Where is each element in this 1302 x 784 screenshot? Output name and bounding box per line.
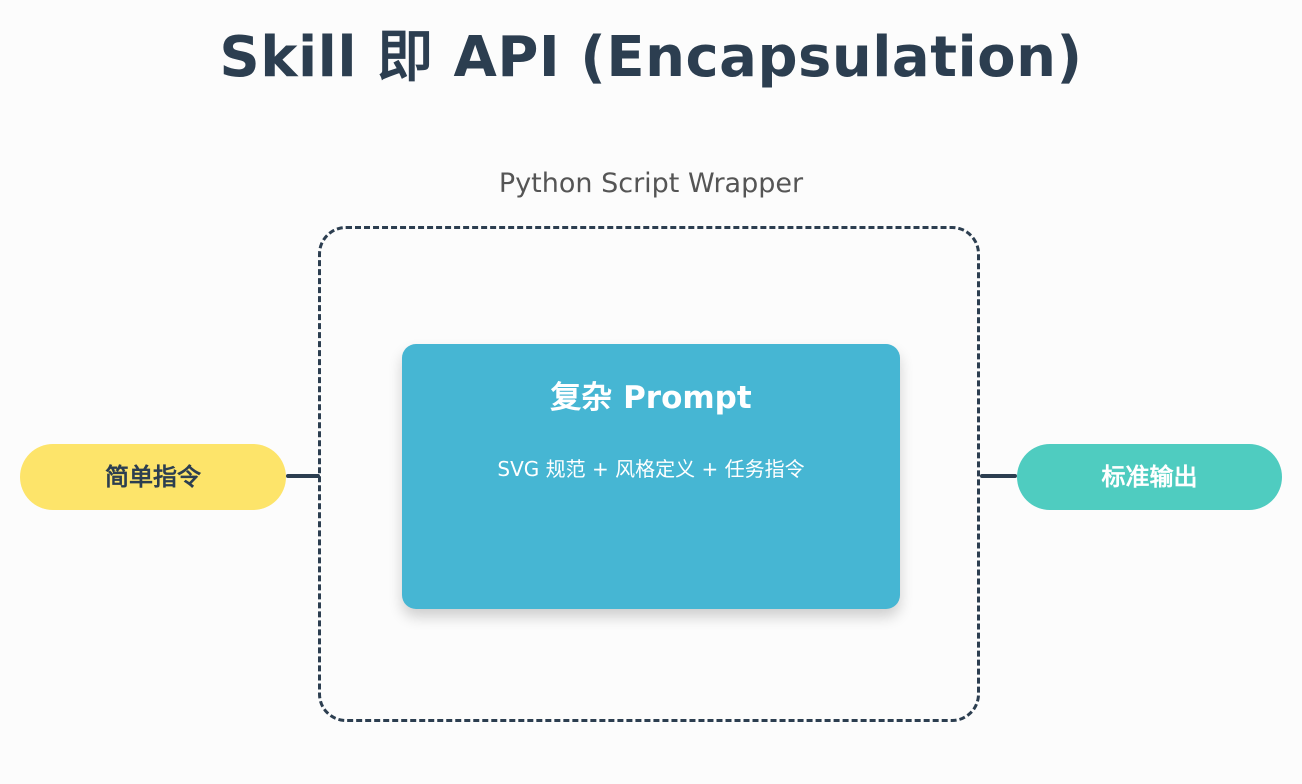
- diagram-title: Skill 即 API (Encapsulation): [219, 25, 1083, 90]
- complex-prompt-title: 复杂 Prompt: [550, 380, 752, 416]
- output-connector-line: [980, 474, 1017, 478]
- complex-prompt-subtitle: SVG 规范 + 风格定义 + 任务指令: [497, 457, 805, 481]
- simple-instruction-node: 简单指令: [20, 444, 286, 510]
- complex-prompt-card: 复杂 Prompt SVG 规范 + 风格定义 + 任务指令: [402, 344, 900, 609]
- standard-output-node: 标准输出: [1017, 444, 1282, 510]
- wrapper-label: Python Script Wrapper: [498, 168, 804, 199]
- standard-output-label: 标准输出: [1101, 463, 1198, 491]
- simple-instruction-label: 简单指令: [105, 463, 201, 491]
- input-connector-line: [286, 474, 320, 478]
